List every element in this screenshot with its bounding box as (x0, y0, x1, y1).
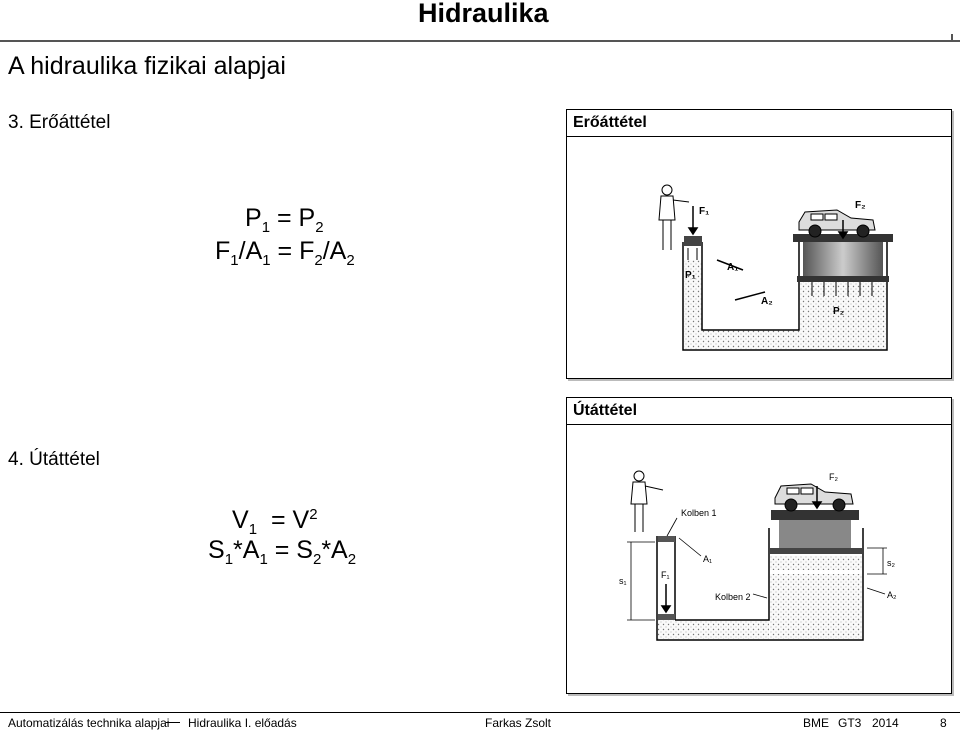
label-kolben1: Kolben 1 (681, 508, 717, 518)
fluid-large (770, 574, 862, 639)
large-piston (803, 242, 883, 276)
footer-lecture: Hidraulika I. előadás (188, 716, 297, 730)
force-transmission-figure: Erőáttétel (566, 109, 952, 379)
force-arrows (660, 486, 823, 614)
footer-dash (166, 722, 180, 723)
header-rule (0, 40, 960, 42)
section-path-transmission: 4. Útáttétel (8, 449, 100, 470)
header-rule-end (951, 34, 953, 42)
label-a1: A₁ (727, 262, 738, 273)
equation-force: F1/A1 = F2/A2 (215, 237, 355, 269)
footer-department: GT3 (838, 716, 862, 730)
label-p1: P₁ (685, 270, 696, 281)
figure-title-rule (567, 424, 951, 425)
label-f1: F₁ (699, 206, 709, 217)
figure-title: Erőáttétel (573, 114, 647, 131)
label-kolben2: Kolben 2 (715, 592, 751, 602)
header-title: Hidraulika (418, 0, 549, 28)
footer-page-number: 8 (940, 716, 947, 730)
car-icon (774, 483, 854, 512)
slide-title: A hidraulika fizikai alapjai (8, 52, 286, 80)
label-a1: A₁ (703, 554, 712, 564)
label-s1: s₁ (619, 576, 627, 586)
footer-course: Automatizálás technika alapjai (8, 716, 170, 730)
fluid-channel (702, 330, 802, 349)
label-a2: A₂ (887, 590, 897, 600)
label-p2: P₂ (833, 306, 844, 317)
figure-title: Útáttétel (573, 402, 638, 419)
small-piston (684, 236, 702, 246)
path-transmission-figure: Útáttétel (566, 397, 952, 694)
dimension-lines (627, 517, 887, 621)
kolben2-piston (779, 520, 851, 548)
person-icon (630, 470, 664, 532)
pressure-arrows (687, 248, 873, 296)
force-arrows (687, 206, 849, 301)
section-force-transmission: 3. Erőáttétel (8, 112, 111, 133)
equation-volume: V1 = V2 (232, 506, 318, 538)
equation-path: S1*A1 = S2*A2 (208, 536, 357, 568)
fluid-channel (675, 621, 769, 639)
car-icon (798, 209, 876, 238)
footer-rule (0, 712, 960, 713)
figure-title-rule (567, 136, 951, 137)
kolben1-piston (658, 536, 675, 542)
label-a2: A₂ (761, 296, 773, 307)
person-icon (658, 184, 690, 250)
hydraulic-press-diagram: F₁ F₂ A₁ A₂ P₁ P₂ (658, 184, 893, 351)
hydraulic-path-diagram: Kolben 1 Kolben 2 F₁ F₂ A₁ A₂ s₁ s₂ (619, 470, 897, 641)
label-f1: F₁ (661, 570, 670, 580)
fluid-small (684, 260, 702, 349)
equation-pressure: P1 = P2 (245, 204, 324, 236)
label-s2: s₂ (887, 558, 896, 568)
kolben2-plate (771, 510, 859, 520)
footer-year: 2014 (872, 716, 899, 730)
footer-author: Farkas Zsolt (485, 716, 552, 730)
fluid-small (658, 614, 675, 639)
footer-institution: BME (803, 716, 830, 730)
label-f2: F₂ (829, 472, 838, 482)
label-f2: F₂ (855, 200, 866, 211)
